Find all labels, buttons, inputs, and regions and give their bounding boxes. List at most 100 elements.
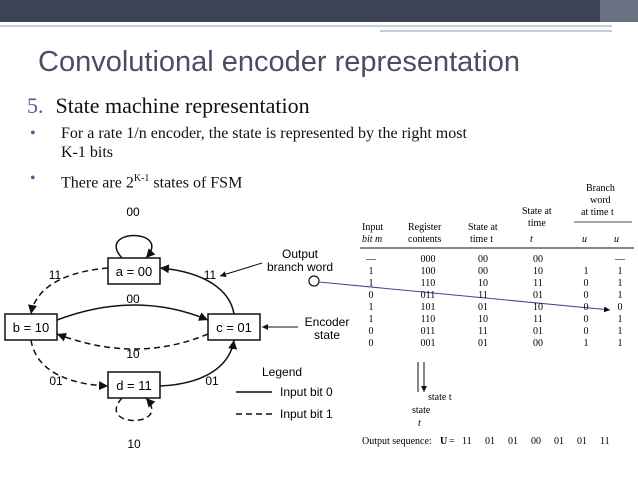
- bullet-dot: •: [30, 125, 36, 142]
- table-cell: 10: [533, 302, 543, 313]
- loop-d-arrow: [115, 397, 156, 422]
- table-cell: 11: [478, 326, 488, 337]
- output-sequence-var: U: [440, 436, 447, 447]
- state-b: b = 10: [4, 313, 58, 341]
- header-accent: [600, 0, 638, 22]
- table-cell: 011: [421, 290, 436, 301]
- hdr-state-next-3: t: [530, 234, 533, 245]
- c-to-a-arrow: [159, 264, 235, 315]
- hdr-register-2: contents: [408, 234, 441, 245]
- table-cell: —: [365, 254, 377, 265]
- state-a-label: a = 00: [116, 264, 153, 279]
- table-cell: 00: [533, 254, 543, 265]
- table-cell: 10: [533, 266, 543, 277]
- table-cell: 1: [618, 338, 623, 349]
- table-cell: 1: [369, 302, 374, 313]
- output-sequence-value: 01: [485, 436, 495, 447]
- bullet-text: For a rate 1/n encoder, the state is rep…: [61, 125, 467, 142]
- state-note-3: t: [418, 418, 421, 429]
- output-sequence-value: 01: [508, 436, 518, 447]
- state-b-label: b = 10: [13, 320, 50, 335]
- table-cell: 00: [533, 338, 543, 349]
- table-cell: 11: [478, 290, 488, 301]
- table-cell: 0: [584, 326, 589, 337]
- legend-solid-label: Input bit 0: [280, 385, 333, 399]
- d-to-c-arrow: [159, 339, 238, 387]
- branch-label-c-to-a: 11: [204, 268, 217, 282]
- pointer-circle: [308, 275, 320, 287]
- annotation-output: Output: [282, 247, 319, 261]
- table-cell: 11: [533, 278, 543, 289]
- hdr-register-1: Register: [408, 222, 442, 233]
- header-rule-short: [380, 30, 612, 32]
- table-cell: 1: [584, 338, 589, 349]
- a-to-b-arrow: [28, 267, 109, 315]
- state-table: Input bit m Register contents State at t…: [360, 183, 634, 447]
- table-cell: 0: [369, 326, 374, 337]
- item-heading: State machine representation: [55, 93, 310, 118]
- bullet-text-continued: K-1 bits: [61, 144, 113, 161]
- hdr-state-1: State at: [468, 222, 498, 233]
- table-cell: 0: [618, 302, 623, 313]
- state-note-1: state t: [428, 392, 452, 403]
- table-cell: 01: [478, 302, 488, 313]
- branch-label-a-to-b: 11: [49, 268, 62, 282]
- table-cell: 0: [584, 302, 589, 313]
- b-to-d-arrow: [30, 339, 109, 391]
- output-sequence-value: 11: [462, 436, 472, 447]
- table-cell: 110: [421, 278, 436, 289]
- output-sequence-value: 01: [577, 436, 587, 447]
- hdr-state-2: time t: [470, 234, 493, 245]
- table-cell: 0: [584, 314, 589, 325]
- hdr-branch-3: at time t: [581, 207, 614, 218]
- figure: a = 00 b = 10 c = 01 d = 11 00 11 11 00 …: [0, 180, 638, 478]
- header-band: [0, 0, 638, 22]
- output-sequence-value: 11: [600, 436, 610, 447]
- annotation-encoder: Encoder: [305, 315, 350, 329]
- table-cell: 1: [369, 314, 374, 325]
- slide-title: Convolutional encoder representation: [38, 46, 521, 78]
- branch-label-b-to-c: 00: [126, 292, 140, 306]
- table-cell: 0: [369, 290, 374, 301]
- bullet-text-post: states of FSM: [149, 174, 243, 192]
- table-cell: 01: [533, 290, 543, 301]
- header-rule: [0, 25, 612, 27]
- output-sequence-value: 00: [531, 436, 541, 447]
- output-sequence-values: 11 01 01 00 01 01 11: [462, 436, 610, 447]
- table-cell: 1: [618, 314, 623, 325]
- table-cell: 01: [533, 326, 543, 337]
- loop-a-arrow: [115, 234, 156, 259]
- state-c-label: c = 01: [216, 320, 252, 335]
- table-cell: 0: [584, 278, 589, 289]
- item-number: 5.: [27, 93, 44, 118]
- table-cell: 110: [421, 314, 436, 325]
- output-sequence-value: 01: [554, 436, 564, 447]
- table-cell: 101: [421, 302, 436, 313]
- legend-title: Legend: [262, 365, 302, 379]
- table-cell: 1: [369, 278, 374, 289]
- table-cell: 00: [478, 254, 488, 265]
- table-cell: 100: [421, 266, 436, 277]
- state-a: a = 00: [107, 257, 161, 285]
- state-d: d = 11: [107, 371, 161, 399]
- output-sequence-label: Output sequence:: [362, 436, 432, 447]
- branch-label-loop-d: 10: [127, 437, 141, 451]
- branch-label-d-to-c: 01: [205, 374, 219, 388]
- annotation-state: state: [314, 328, 340, 342]
- output-sequence-eq: =: [449, 436, 455, 447]
- table-cell: 011: [421, 326, 436, 337]
- table-cell: 11: [533, 314, 543, 325]
- branch-label-b-to-d: 01: [49, 374, 63, 388]
- hdr-branch-1: Branch: [586, 183, 615, 194]
- pointer-arrow: [318, 281, 611, 313]
- hdr-state-next-2: time: [528, 218, 546, 229]
- table-cell: 1: [584, 266, 589, 277]
- branch-label-loop-a: 00: [126, 205, 140, 219]
- state-c: c = 01: [207, 313, 261, 341]
- state-diagram-figure: a = 00 b = 10 c = 01 d = 11 00 11 11 00 …: [4, 183, 634, 451]
- hdr-state-next-1: State at: [522, 206, 552, 217]
- hdr-input-1: Input: [362, 222, 383, 233]
- c-to-b-arrow: [56, 332, 209, 350]
- bullet-text-sup: K-1: [133, 173, 150, 184]
- legend-dashed-label: Input bit 1: [280, 407, 333, 421]
